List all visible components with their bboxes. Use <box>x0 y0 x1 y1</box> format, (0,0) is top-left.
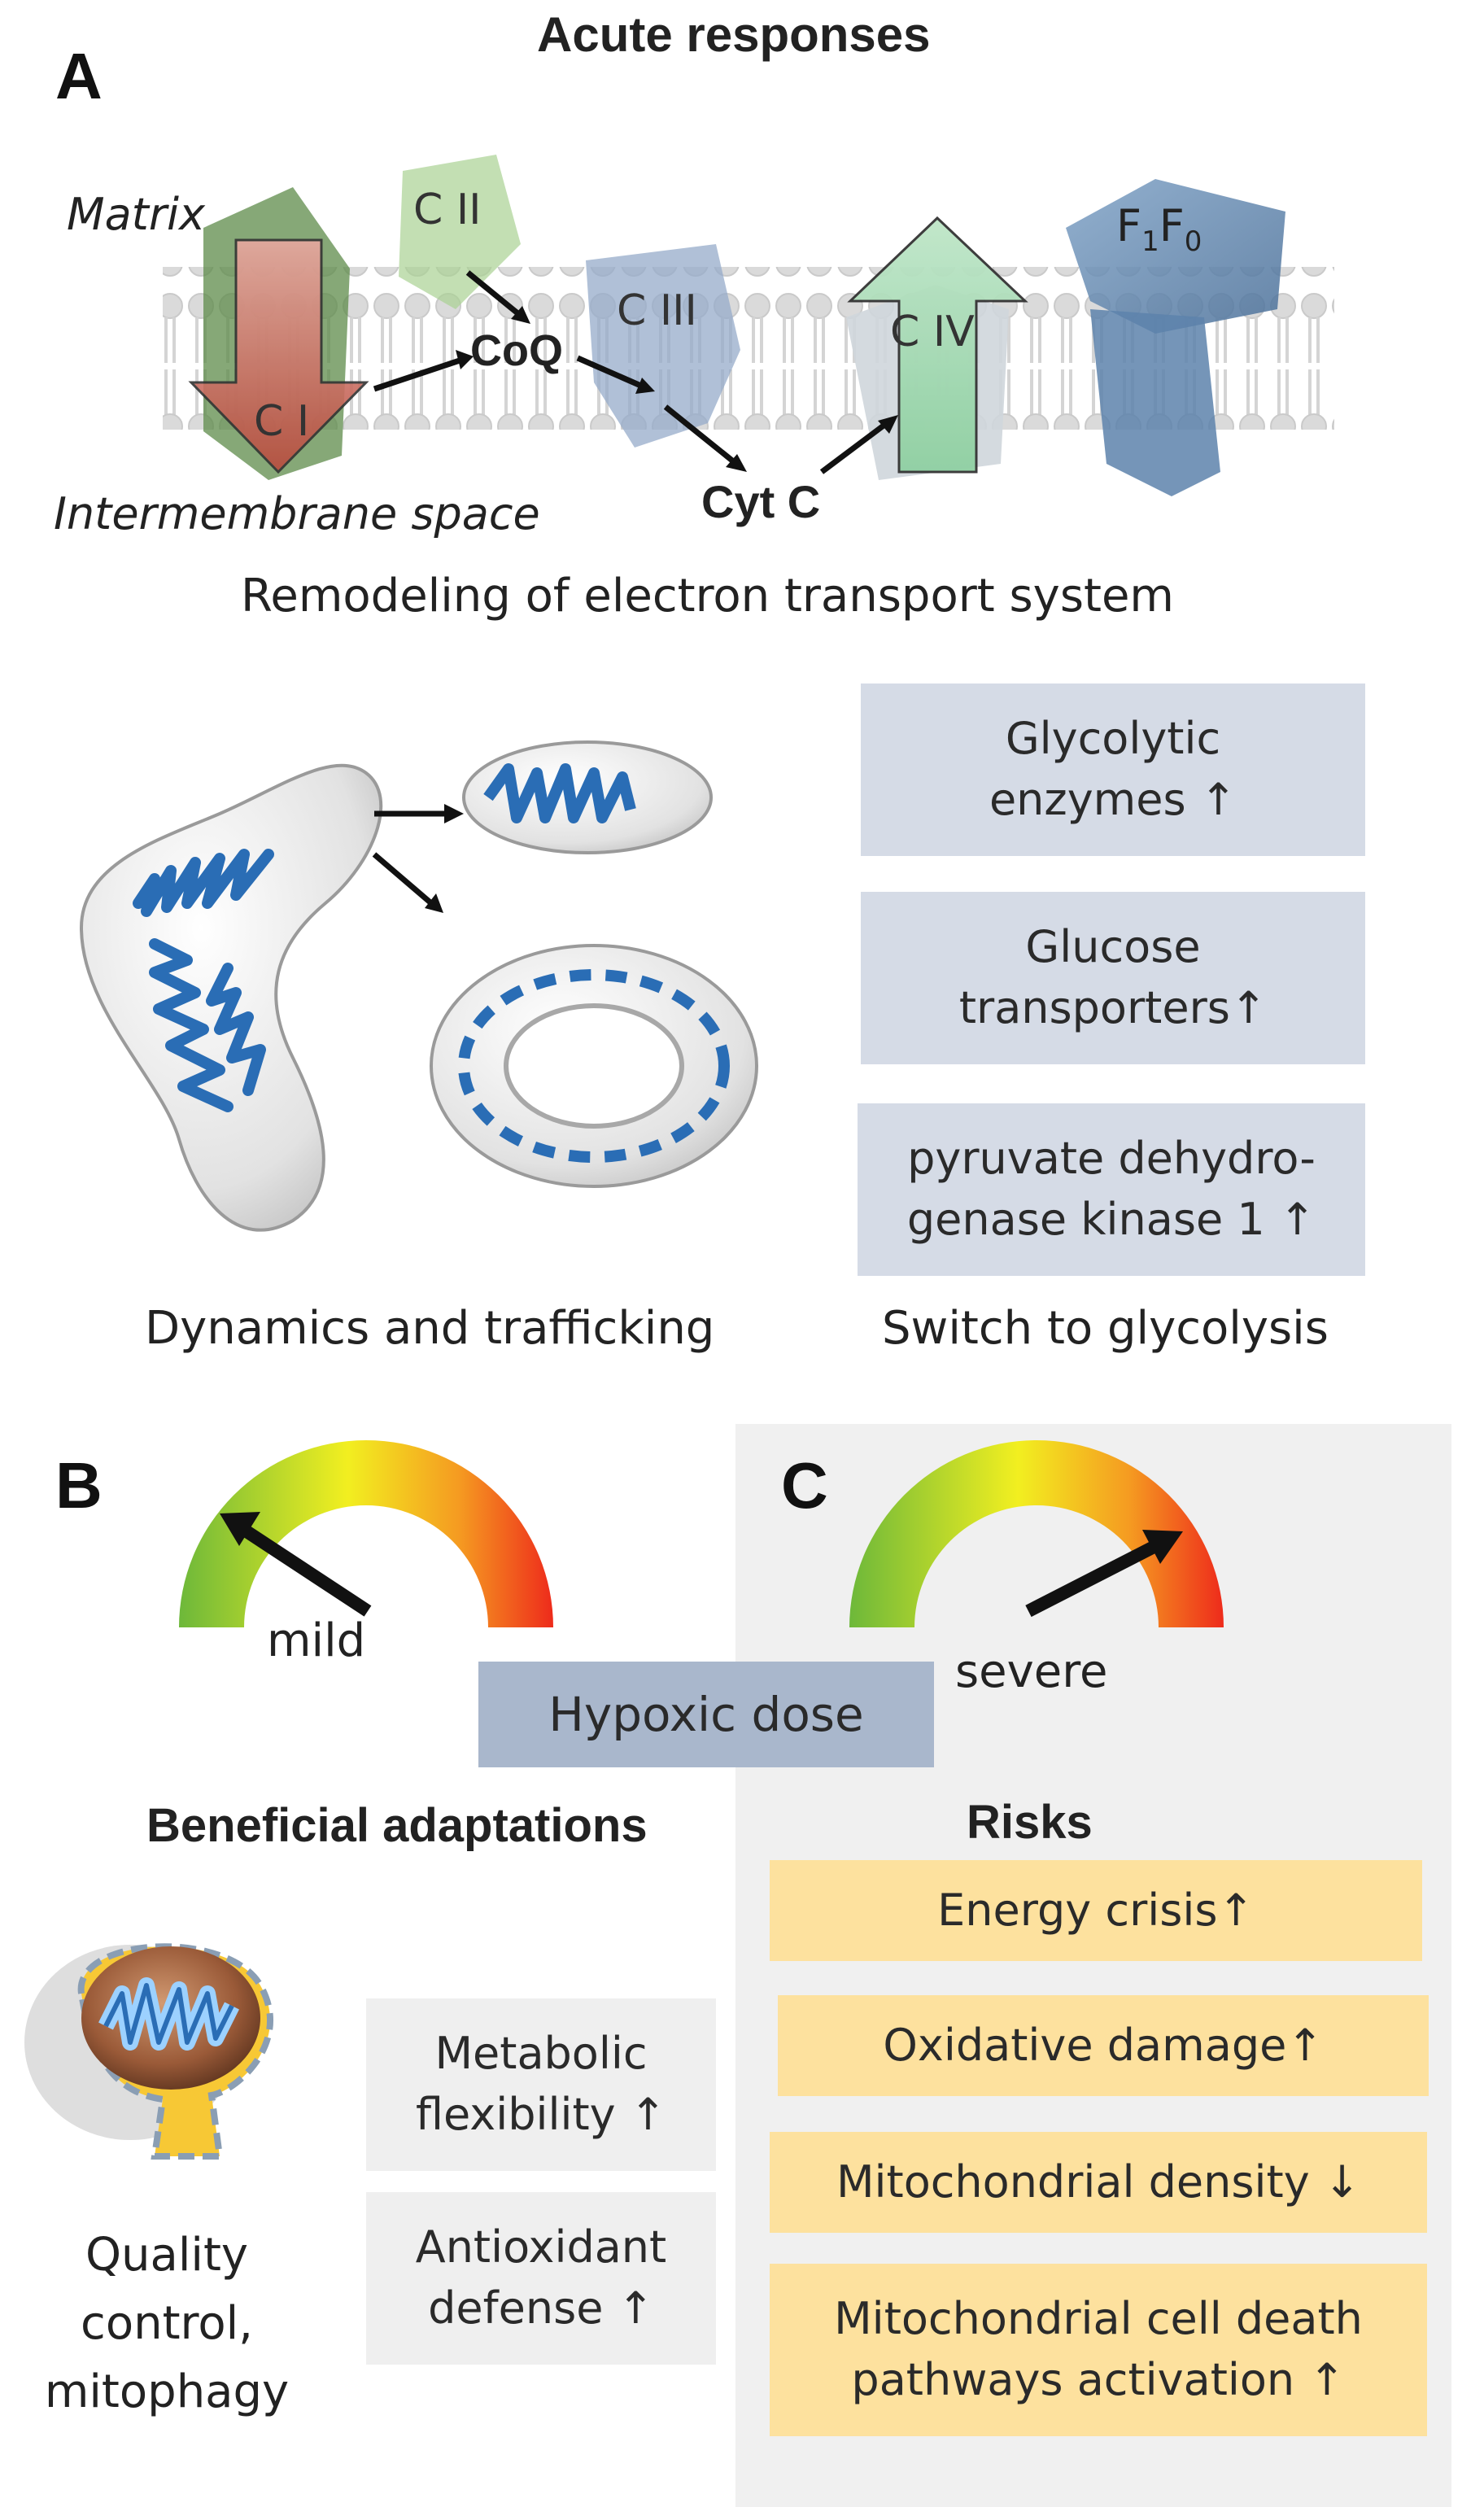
atp-synthase-label: F1F0 <box>1116 200 1202 258</box>
atp-synthase-head <box>1066 179 1285 334</box>
cell-death-pathways-line1: Mitochondrial cell death <box>834 2293 1363 2345</box>
matrix-label: Matrix <box>67 189 206 240</box>
atp-synthase-sub1: 1 <box>1141 225 1159 258</box>
etc-diagram <box>163 155 1334 496</box>
quality-control-label: Quality control, mitophagy <box>33 2221 301 2426</box>
glucose-transporters-line2: transporters↑ <box>958 982 1268 1033</box>
atp-synthase-mid-text: F <box>1159 200 1185 251</box>
hypoxic-dose-label: Hypoxic dose <box>548 1686 864 1742</box>
quality-control-line2: control, <box>81 2297 253 2350</box>
panel-c-letter: C <box>781 1449 828 1522</box>
oxidative-damage-label: Oxidative damage↑ <box>883 2019 1324 2071</box>
metabolic-flexibility-line1: Metabolic <box>434 2028 648 2080</box>
coq-label: CoQ <box>470 326 563 375</box>
pdk1-line2: genase kinase 1 ↑ <box>906 1194 1316 1245</box>
cell-death-pathways-box: Mitochondrial cell death pathways activa… <box>770 2264 1427 2436</box>
panel-a-letter: A <box>55 40 103 112</box>
hypoxic-dose-box: Hypoxic dose <box>478 1662 934 1767</box>
complex3-body <box>586 244 740 448</box>
severe-gauge-arc <box>849 1440 1224 1627</box>
complex1-arrow <box>188 238 369 474</box>
mild-gauge-arc <box>179 1440 553 1627</box>
complex1-label: C I <box>254 397 310 446</box>
beneficial-adaptations-heading: Beneficial adaptations <box>146 1799 648 1852</box>
complex4-label: C IV <box>890 308 975 356</box>
mild-gauge-needle <box>220 1512 372 1617</box>
glycolysis-caption: Switch to glycolysis <box>882 1302 1329 1355</box>
complex4-arrow <box>847 216 1028 474</box>
severe-label: severe <box>955 1645 1108 1698</box>
complex3-label: C III <box>617 286 697 335</box>
mild-label: mild <box>267 1614 366 1667</box>
mitochondrial-density-label: Mitochondrial density ↓ <box>836 2155 1361 2208</box>
elongated-cristae <box>133 849 274 1112</box>
dynamics-caption: Dynamics and trafficking <box>145 1302 715 1355</box>
atp-synthase-sub2: 0 <box>1184 225 1202 258</box>
donut-cristae <box>458 969 730 1163</box>
glucose-transporters-box: Glucose transporters↑ <box>861 892 1365 1064</box>
intermembrane-space-label: Intermembrane space <box>54 488 540 539</box>
severe-gauge-needle <box>1025 1530 1183 1618</box>
quality-control-line3: mitophagy <box>44 2365 290 2418</box>
complex2-body <box>399 155 521 309</box>
antioxidant-defense-line1: Antioxidant <box>415 2221 667 2273</box>
small-mitochondrion-cristae <box>483 763 636 823</box>
energy-crisis-label: Energy crisis↑ <box>937 1884 1255 1936</box>
panel-a-title: Acute responses <box>537 7 931 62</box>
quality-control-line1: Quality <box>85 2229 249 2282</box>
oxidative-damage-box: Oxidative damage↑ <box>778 1995 1429 2096</box>
glycolytic-enzymes-box: Glycolytic enzymes ↑ <box>861 684 1365 856</box>
metabolic-flexibility-line2: flexibility ↑ <box>415 2089 667 2140</box>
antioxidant-defense-line2: defense ↑ <box>428 2282 654 2334</box>
panel-b-letter: B <box>55 1449 103 1522</box>
atp-synthase-stalk <box>1090 309 1220 496</box>
cell-death-pathways-line2: pathways activation ↑ <box>851 2354 1346 2405</box>
risks-heading: Risks <box>967 1796 1093 1849</box>
pdk1-line1: pyruvate dehydro- <box>907 1133 1316 1185</box>
cytc-label: Cyt C <box>701 476 821 527</box>
antioxidant-defense-box: Antioxidant defense ↑ <box>366 2192 716 2365</box>
mild-gauge <box>179 1440 553 1627</box>
mitochondria-dynamics-illustration <box>79 740 758 1232</box>
donut-hole <box>504 1003 684 1129</box>
pdk1-box: pyruvate dehydro- genase kinase 1 ↑ <box>858 1103 1365 1276</box>
metabolic-flexibility-box: Metabolic flexibility ↑ <box>366 1998 716 2171</box>
atp-synthase-base-text: F <box>1116 200 1142 251</box>
engulfed-mitochondrion-inner <box>103 1983 234 2045</box>
mitophagy-illustration <box>24 1943 273 2160</box>
glycolytic-enzymes-line1: Glycolytic <box>1005 713 1221 765</box>
severe-gauge <box>849 1440 1224 1627</box>
energy-crisis-box: Energy crisis↑ <box>770 1860 1422 1961</box>
etc-caption: Remodeling of electron transport system <box>241 570 1174 622</box>
glucose-transporters-line1: Glucose <box>1025 921 1201 973</box>
glycolytic-enzymes-line2: enzymes ↑ <box>989 774 1237 825</box>
mitochondrial-density-box: Mitochondrial density ↓ <box>770 2132 1427 2233</box>
complex2-label: C II <box>413 186 482 234</box>
